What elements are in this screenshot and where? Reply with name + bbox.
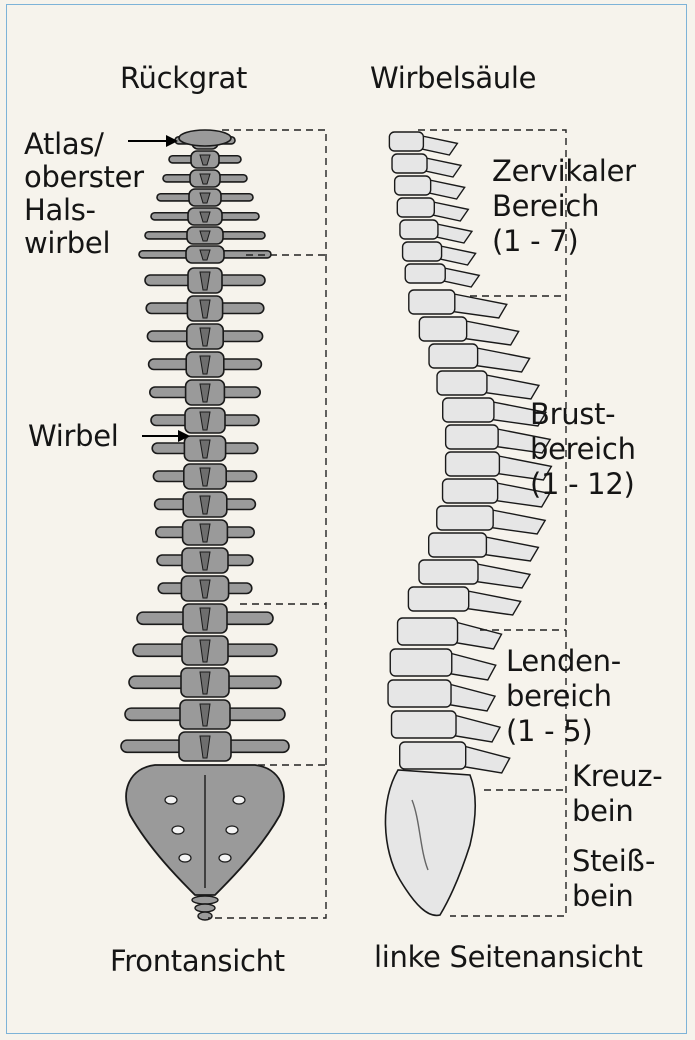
side-vertebra bbox=[403, 242, 476, 265]
thoracic-label-line3: (1 - 12) bbox=[530, 468, 634, 501]
cervical-label-line3: (1 - 7) bbox=[492, 225, 578, 258]
front-vertebra bbox=[151, 408, 259, 433]
side-vertebra bbox=[388, 680, 495, 711]
front-vertebra bbox=[150, 380, 260, 405]
front-coccyx-segment bbox=[195, 904, 215, 912]
side-vertebra bbox=[392, 154, 461, 177]
front-atlas bbox=[179, 130, 231, 146]
atlas-label-line3: Hals- bbox=[24, 194, 96, 227]
side-vertebra bbox=[390, 649, 496, 680]
front-vertebra bbox=[121, 732, 289, 761]
front-vertebra bbox=[137, 604, 273, 633]
side-vertebra bbox=[437, 506, 545, 534]
atlas-label-line4: wirbel bbox=[24, 227, 110, 260]
side-vertebra bbox=[400, 742, 510, 773]
coccyx-label-line2: bein bbox=[572, 880, 634, 913]
atlas-label-line2: oberster bbox=[24, 161, 144, 194]
front-vertebra bbox=[145, 268, 265, 293]
side-vertebra bbox=[400, 220, 472, 243]
lumbar-label-line1: Lenden- bbox=[506, 645, 621, 678]
front-vertebra bbox=[149, 352, 262, 377]
front-sacral-foramen bbox=[219, 854, 231, 862]
front-vertebra bbox=[145, 227, 265, 244]
front-coccyx-segment bbox=[198, 912, 212, 920]
heading-rueckgrat: Rückgrat bbox=[120, 62, 247, 95]
lumbar-label-line3: (1 - 5) bbox=[506, 715, 592, 748]
front-vertebra bbox=[125, 700, 285, 729]
side-vertebra bbox=[429, 344, 530, 372]
front-vertebra bbox=[153, 464, 256, 489]
front-vertebra bbox=[169, 151, 241, 168]
cervical-label-line2: Bereich bbox=[492, 190, 599, 223]
side-sacrum bbox=[385, 770, 475, 915]
side-vertebra bbox=[419, 317, 518, 345]
side-vertebra bbox=[398, 618, 502, 649]
thoracic-label-line2: bereich bbox=[530, 433, 636, 466]
front-spine-illustration bbox=[121, 130, 289, 920]
side-vertebra bbox=[429, 533, 539, 561]
front-vertebra bbox=[163, 170, 247, 187]
front-sacral-foramen bbox=[179, 854, 191, 862]
atlas-label-line1: Atlas/ bbox=[24, 128, 104, 161]
front-vertebra bbox=[152, 436, 258, 461]
front-vertebra bbox=[158, 576, 252, 601]
front-vertebra bbox=[156, 520, 254, 545]
side-vertebra bbox=[408, 587, 520, 615]
sacrum-label-line2: bein bbox=[572, 795, 634, 828]
front-vertebra bbox=[157, 548, 253, 573]
side-vertebra bbox=[397, 198, 468, 221]
side-vertebra bbox=[409, 290, 507, 318]
front-sacral-foramen bbox=[165, 796, 177, 804]
front-vertebra bbox=[155, 492, 256, 517]
lumbar-label-line2: bereich bbox=[506, 680, 612, 713]
side-vertebra bbox=[395, 176, 465, 199]
side-vertebra bbox=[392, 711, 501, 742]
coccyx-label-line1: Steiß- bbox=[572, 845, 655, 878]
front-sacral-foramen bbox=[172, 826, 184, 834]
thoracic-label-line1: Brust- bbox=[530, 398, 615, 431]
wirbel-label: Wirbel bbox=[28, 420, 119, 453]
front-vertebra bbox=[151, 208, 259, 225]
side-vertebra bbox=[405, 264, 479, 287]
front-coccyx-segment bbox=[192, 896, 218, 904]
heading-wirbelsaeule: Wirbelsäule bbox=[370, 62, 536, 95]
front-sacral-foramen bbox=[226, 826, 238, 834]
front-vertebra bbox=[147, 324, 262, 349]
side-vertebra bbox=[389, 132, 457, 155]
cervical-label-line1: Zervikaler bbox=[492, 155, 636, 188]
caption-seitenansicht: linke Seitenansicht bbox=[374, 941, 643, 974]
front-vertebra bbox=[157, 189, 253, 206]
side-vertebra bbox=[419, 560, 530, 588]
front-vertebra bbox=[129, 668, 281, 697]
front-vertebra bbox=[133, 636, 277, 665]
front-vertebra bbox=[146, 296, 264, 321]
front-sacral-foramen bbox=[233, 796, 245, 804]
sacrum-label-line1: Kreuz- bbox=[572, 760, 662, 793]
side-vertebra bbox=[437, 371, 539, 399]
caption-frontansicht: Frontansicht bbox=[110, 945, 285, 978]
